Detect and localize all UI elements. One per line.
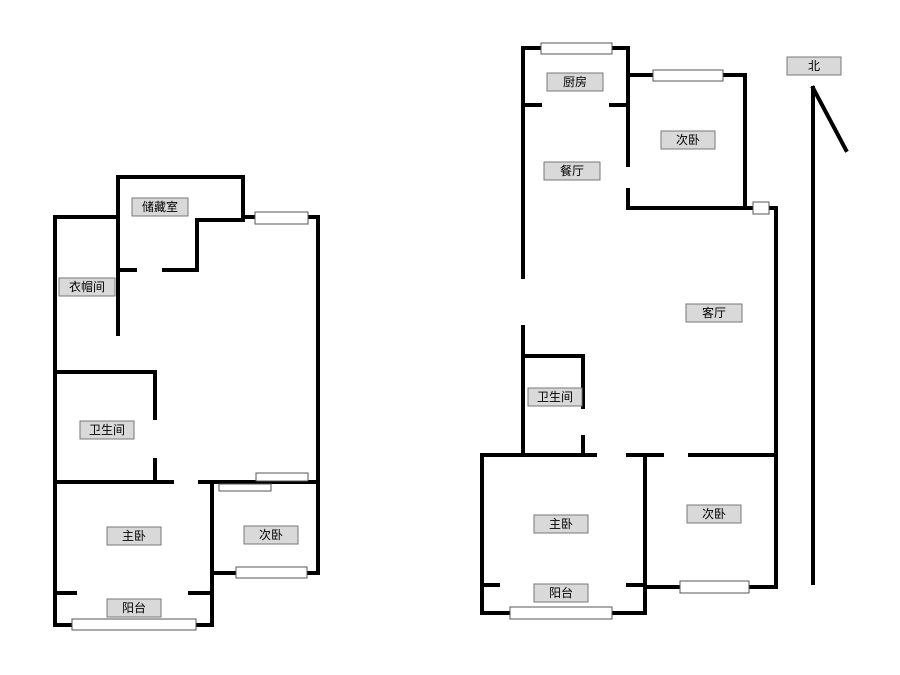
room-label-master-bedroom: 主卧 <box>106 526 162 546</box>
window <box>752 201 770 215</box>
left-unit-windows <box>71 211 309 631</box>
room-name: 阳台 <box>122 600 146 615</box>
right-unit-walls <box>480 46 778 615</box>
room-label-dining: 餐厅 <box>543 161 601 181</box>
room-name: 次卧 <box>676 133 700 147</box>
room-label-master-bedroom-right: 主卧 <box>533 514 589 534</box>
room-label-kitchen: 厨房 <box>546 72 604 92</box>
window <box>71 618 197 631</box>
room-label-bathroom: 卫生间 <box>79 420 135 440</box>
room-name: 餐厅 <box>560 163 584 178</box>
window <box>509 606 613 620</box>
right-unit-windows <box>509 42 770 620</box>
room-name: 卫生间 <box>89 423 125 437</box>
window <box>540 42 613 55</box>
room-label-second-bedroom: 次卧 <box>243 525 299 545</box>
room-label-storage: 储藏室 <box>131 197 189 217</box>
room-name: 储藏室 <box>142 199 178 214</box>
room-label-second-bedroom-top: 次卧 <box>660 130 716 150</box>
room-name: 次卧 <box>259 528 283 542</box>
room-name: 次卧 <box>702 507 726 521</box>
room-name: 衣帽间 <box>69 279 105 294</box>
window <box>235 566 308 579</box>
compass-label-box <box>786 56 842 76</box>
compass-label: 北 <box>808 59 820 73</box>
room-name: 客厅 <box>702 305 726 320</box>
room-name: 卫生间 <box>537 390 573 404</box>
door-frame <box>218 483 272 492</box>
room-name: 主卧 <box>549 517 573 531</box>
door-frame <box>255 472 309 482</box>
room-label-living: 客厅 <box>685 303 743 323</box>
north-arrow-head-icon <box>810 85 849 153</box>
room-name: 厨房 <box>563 74 587 89</box>
room-label-cloakroom: 衣帽间 <box>58 277 116 297</box>
room-name: 阳台 <box>549 585 573 600</box>
window <box>254 211 309 225</box>
window <box>679 580 750 594</box>
left-unit-walls <box>53 175 320 627</box>
north-compass: 北 <box>786 56 849 585</box>
room-label-bathroom-right: 卫生间 <box>527 387 583 407</box>
room-name: 主卧 <box>122 529 146 543</box>
room-label-second-bedroom-bottom: 次卧 <box>686 504 742 524</box>
room-label-balcony: 阳台 <box>106 598 162 618</box>
window <box>652 69 724 82</box>
room-label-balcony-right: 阳台 <box>533 583 589 603</box>
